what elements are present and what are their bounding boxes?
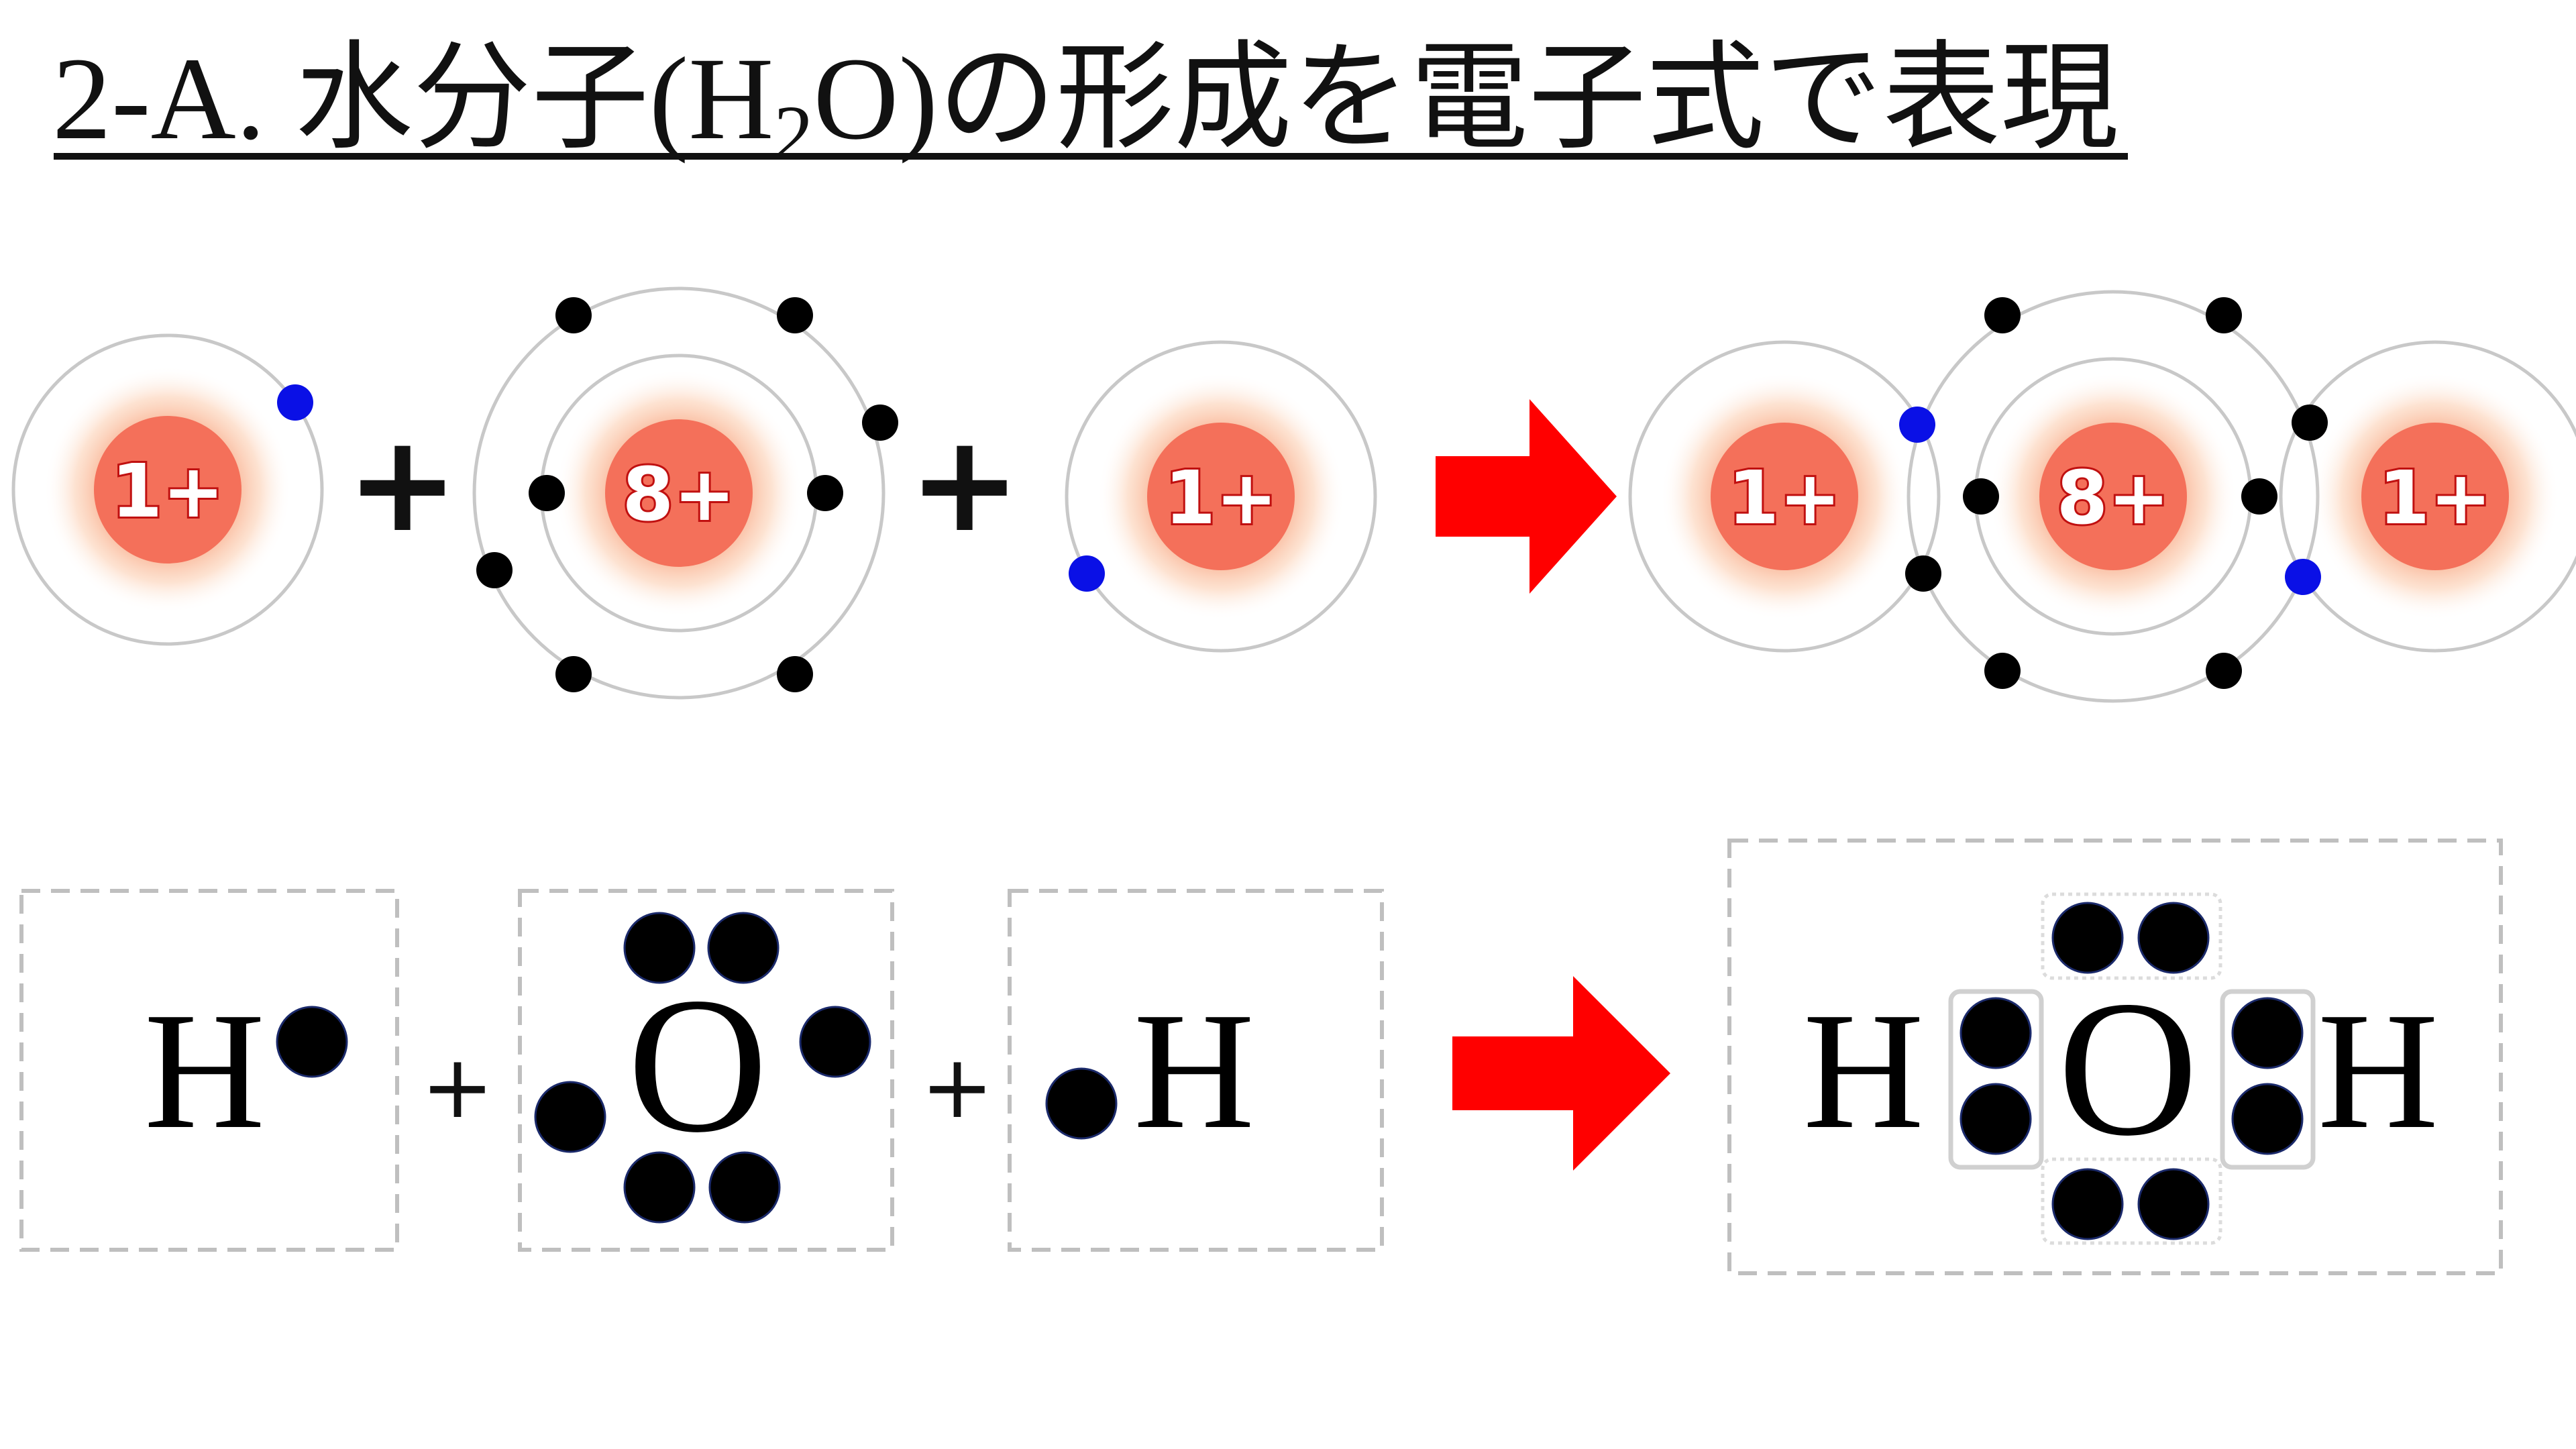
- inner-electron: [529, 475, 565, 511]
- element-symbol-hydrogen: H: [1803, 978, 1925, 1164]
- inner-electron: [1963, 478, 1999, 515]
- water-lewis-structure: H O H: [1803, 892, 2439, 1245]
- nucleus-charge-label: 8+: [2057, 455, 2170, 541]
- outer-electron: [2206, 297, 2242, 333]
- outer-electron: [777, 656, 813, 692]
- lone-pair-outline: [2041, 892, 2222, 980]
- bonding-pair-outline: [2220, 989, 2316, 1170]
- nucleus: [94, 416, 241, 564]
- nucleus-charge-label: 8+: [623, 451, 736, 537]
- outer-electron: [862, 405, 898, 441]
- outer-electron: [1984, 297, 2021, 333]
- lone-pair-outline: [2041, 1157, 2222, 1245]
- shared-hydrogen-electron: [2285, 559, 2321, 595]
- nucleus: [2039, 423, 2187, 570]
- element-symbol-oxygen: O: [627, 957, 767, 1173]
- hydrogen-atom-left: 1+: [11, 333, 324, 646]
- valence-electron-dot: [276, 1006, 348, 1078]
- lewis-box-hydrogen-left: [19, 889, 399, 1252]
- nucleus-charge-label: 1+: [111, 448, 225, 534]
- outer-electron: [2206, 653, 2242, 689]
- nucleus-charge-label: 1+: [1165, 455, 1278, 541]
- title-underline: [54, 153, 2128, 160]
- valence-electron-dot: [707, 912, 780, 984]
- valence-electron-dot: [1045, 1067, 1118, 1140]
- bonding-electron-dot: [2231, 997, 2304, 1069]
- element-symbol-oxygen: O: [2057, 961, 2198, 1176]
- hydrogen-atom-right: 1+: [1065, 340, 1377, 653]
- outer-electron-shell: [472, 286, 885, 700]
- valence-electron-dot: [708, 1151, 781, 1224]
- plus-sign: +: [908, 406, 1021, 562]
- plus-sign: +: [921, 1036, 994, 1138]
- valence-electron-dot: [799, 1006, 871, 1078]
- valence-electron-dot: [534, 1081, 606, 1153]
- lone-pair-electron-dot: [2051, 1168, 2124, 1240]
- bonding-pair-outline: [1948, 989, 2044, 1170]
- outer-electron: [1984, 653, 2021, 689]
- electron-shell: [11, 333, 324, 646]
- hydrogen-electron: [1069, 555, 1105, 592]
- outer-electron: [555, 297, 592, 333]
- nucleus: [1147, 423, 1295, 570]
- lone-pair-electron-dot: [2137, 1168, 2210, 1240]
- right-arrow-icon: [1436, 399, 1617, 594]
- lewis-box-oxygen: [518, 889, 894, 1252]
- nucleus-charge-label: 1+: [1728, 455, 1841, 541]
- title-prefix: 2-A. 水分子(H: [52, 34, 774, 164]
- outer-electron: [555, 656, 592, 692]
- bonding-electron-dot: [1960, 1083, 2032, 1155]
- electron-shell: [1628, 340, 1941, 653]
- shared-electron: [1905, 555, 1941, 592]
- element-symbol-hydrogen: H: [144, 978, 266, 1164]
- right-arrow-icon: [1452, 976, 1670, 1171]
- oxygen-atom: 8+: [472, 286, 898, 700]
- valence-electron-dot: [623, 1151, 696, 1224]
- lewis-box-water: [1727, 839, 2503, 1275]
- water-molecule-model: 1+ 8+ 1+: [1628, 290, 2576, 703]
- outer-electron: [476, 552, 513, 588]
- outer-electron: [777, 297, 813, 333]
- element-symbol-hydrogen: H: [1134, 978, 1255, 1164]
- lewis-box-hydrogen-right: [1008, 889, 1384, 1252]
- lone-pair-electron-dot: [2137, 902, 2210, 974]
- page-title: 2-A. 水分子(H2O)の形成を電子式で表現: [52, 40, 2118, 173]
- plus-sign: +: [346, 406, 459, 562]
- inner-electron: [807, 475, 843, 511]
- plus-sign: +: [421, 1036, 494, 1138]
- nucleus: [2361, 423, 2509, 570]
- valence-electron-dot: [623, 912, 696, 984]
- lone-pair-electron-dot: [2051, 902, 2124, 974]
- title-suffix: O)の形成を電子式で表現: [813, 34, 2119, 164]
- shared-hydrogen-electron: [1899, 407, 1935, 443]
- nucleus: [1711, 423, 1858, 570]
- nucleus: [605, 419, 753, 567]
- electron-shell: [2279, 340, 2576, 653]
- element-symbol-hydrogen: H: [2318, 978, 2439, 1164]
- electron-shell: [1065, 340, 1377, 653]
- hydrogen-electron: [277, 384, 313, 421]
- nucleus-charge-label: 1+: [2379, 455, 2492, 541]
- bonding-electron-dot: [2231, 1083, 2304, 1155]
- bonding-electron-dot: [1960, 997, 2032, 1069]
- shared-electron: [2292, 405, 2328, 441]
- inner-electron: [2241, 478, 2277, 515]
